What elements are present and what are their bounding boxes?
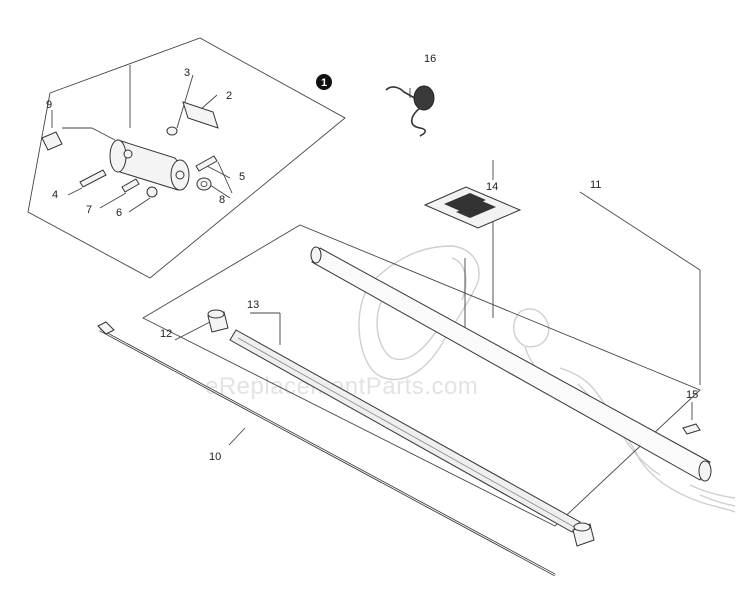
callout-13: 13 (247, 299, 259, 311)
callout-8: 8 (219, 194, 225, 206)
assembly-1-frame (27, 37, 346, 279)
assembly-marker-number: 1 (321, 77, 327, 89)
part-13-liner (229, 329, 581, 533)
part-9-plug (41, 131, 63, 151)
callout-15: 15 (686, 389, 698, 401)
callout-4: 4 (52, 189, 58, 201)
callout-3: 3 (184, 67, 190, 79)
part-15-key (682, 423, 701, 435)
callout-5: 5 (239, 171, 245, 183)
assembly-1-parts (41, 101, 219, 198)
part-4-bolt (79, 169, 107, 188)
part-6-nut (146, 186, 158, 198)
part-2-bracket (182, 101, 219, 129)
callout-labels: 9 3 2 4 7 6 5 8 16 14 11 15 13 12 10 (46, 53, 698, 463)
part-11-outer-tube (310, 246, 712, 482)
part-10-drive-shaft (97, 321, 556, 577)
callout-14: 14 (486, 181, 498, 193)
housing-end-left (109, 139, 127, 173)
callout-9: 9 (46, 99, 52, 111)
shaft-group-frame (142, 224, 701, 527)
callout-7: 7 (86, 204, 92, 216)
callout-2: 2 (226, 90, 232, 102)
callout-6: 6 (116, 207, 122, 219)
callout-10: 10 (209, 451, 221, 463)
part-14-decal (423, 186, 522, 229)
part-5-screw (195, 155, 218, 172)
group-frames (27, 37, 701, 527)
callout-11: 11 (590, 179, 601, 191)
part-16-hanger-clip (385, 85, 435, 137)
assembly-1-marker: 1 (316, 74, 332, 90)
part-lower-bushing (572, 522, 595, 547)
part-3-ring (166, 126, 178, 136)
callout-16: 16 (424, 53, 436, 65)
callout-12: 12 (160, 328, 172, 340)
part-7-screw (121, 178, 140, 193)
part-12-bushing (207, 309, 229, 333)
